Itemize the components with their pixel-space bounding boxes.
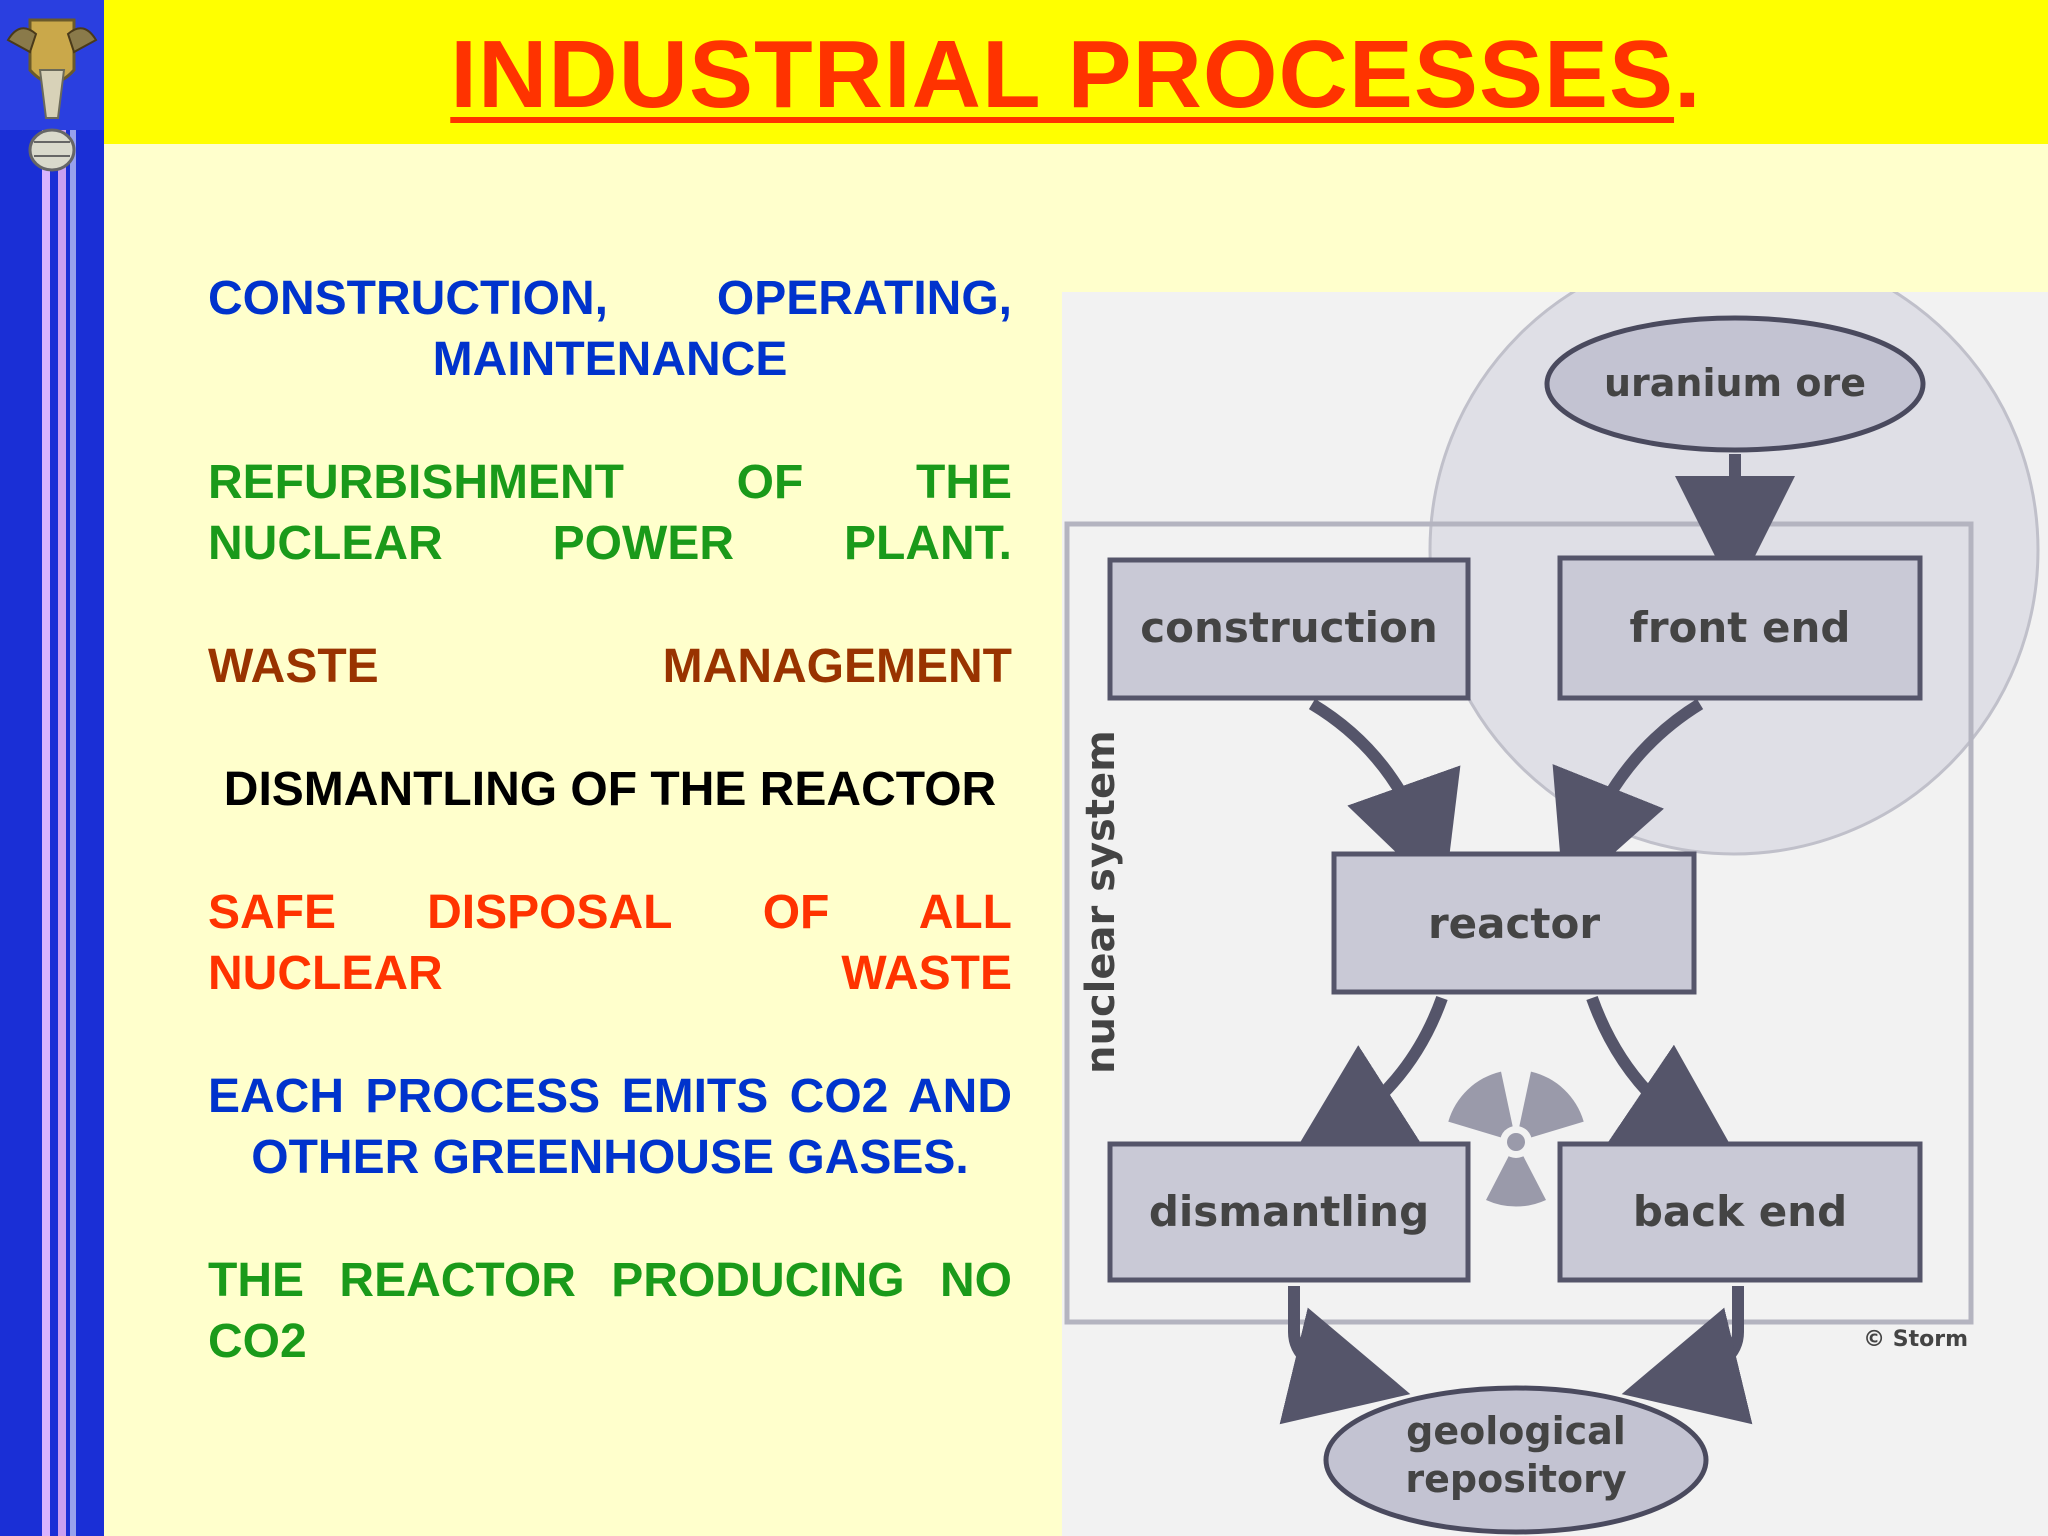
bullet-reactor-no-co2: THE REACTOR PRODUCING NO CO2 <box>208 1254 1012 1368</box>
copyright-label: © Storm <box>1863 1327 1968 1352</box>
arrow-backend-to-repository <box>1621 1286 1753 1425</box>
nuclear-cycle-diagram: nuclear system uranium ore construction … <box>1062 292 2048 1536</box>
page-title-period: . <box>1674 21 1702 128</box>
crest-logo <box>0 0 104 172</box>
diagram-canvas: nuclear system uranium ore construction … <box>1064 292 2040 1535</box>
bullet-safe-disposal: SAFE DISPOSAL OF ALL NUCLEAR WASTE <box>208 886 1012 1000</box>
left-bar-stripe <box>70 0 76 1536</box>
left-bar-stripe <box>58 0 66 1536</box>
bullet-waste-management: WASTE MANAGEMENT <box>208 640 1012 693</box>
construction-node <box>1107 557 1471 701</box>
page-title: INDUSTRIAL PROCESSES. <box>104 20 2048 130</box>
bullet-emissions: EACH PROCESS EMITS CO2 AND OTHER GREENHO… <box>208 1070 1012 1184</box>
arrow-construction-to-reactor <box>1308 698 1461 899</box>
uranium-ore-node <box>1544 315 1926 453</box>
geological-repository-label-line1: geological <box>1406 1409 1626 1453</box>
reactor-node <box>1331 851 1697 995</box>
arrow-reactor-to-dismantling <box>1289 995 1448 1161</box>
reactor-label: reactor <box>1428 899 1600 948</box>
page-title-text: INDUSTRIAL PROCESSES <box>450 21 1675 128</box>
front-end-label: front end <box>1630 603 1851 652</box>
front-end-node <box>1557 555 1923 701</box>
arrow-dismantling-to-repository <box>1279 1286 1411 1425</box>
back-end-label: back end <box>1633 1187 1847 1236</box>
uranium-ore-label: uranium ore <box>1604 361 1866 405</box>
bullet-dismantling: DISMANTLING OF THE REACTOR <box>223 763 997 816</box>
left-bar-stripe <box>42 0 50 1536</box>
nuclear-system-label: nuclear system <box>1078 730 1124 1074</box>
bullet-construction: CONSTRUCTION, OPERATING, MAINTENANCE <box>208 272 1012 386</box>
geological-repository-node <box>1323 1385 1709 1535</box>
arrow-reactor-to-backend <box>1586 995 1740 1162</box>
left-decorative-bar <box>0 0 104 1536</box>
bullet-list: CONSTRUCTION, OPERATING, MAINTENANCE REF… <box>208 268 1012 1434</box>
title-bar <box>104 0 2048 144</box>
nuclear-system-frame <box>1064 521 1974 1325</box>
dismantling-node <box>1107 1141 1471 1283</box>
dismantling-label: dismantling <box>1149 1187 1429 1236</box>
bullet-refurbishment: REFURBISHMENT OF THE NUCLEAR POWER PLANT… <box>208 456 1012 570</box>
radiation-icon <box>1448 1071 1584 1207</box>
construction-label: construction <box>1140 603 1437 652</box>
geological-repository-label-line2: repository <box>1405 1457 1626 1501</box>
arrow-frontend-to-reactor <box>1552 698 1704 898</box>
back-end-node <box>1557 1141 1923 1283</box>
